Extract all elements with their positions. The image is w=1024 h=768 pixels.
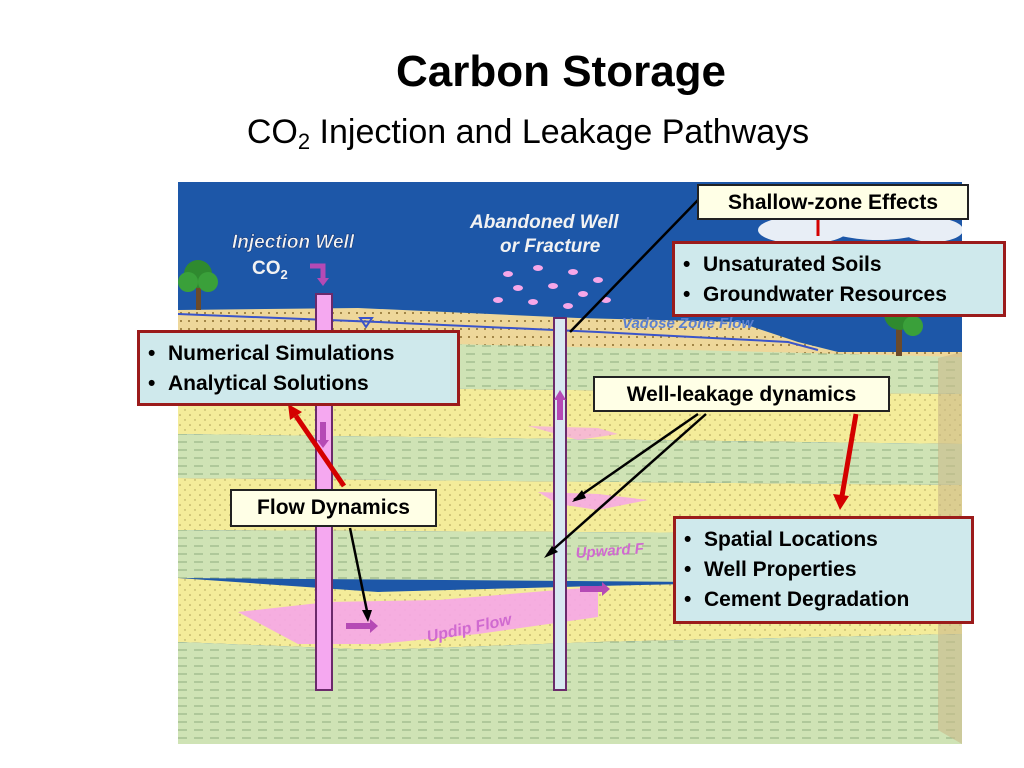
well-leakage-dynamics-box: Well-leakage dynamics	[593, 376, 890, 412]
numerical-simulations-box: •Numerical Simulations •Analytical Solut…	[137, 330, 460, 406]
red-arrow-spatial-head	[833, 494, 849, 510]
tree-icon	[178, 260, 218, 310]
arrow-right-icon-2	[580, 582, 610, 596]
callout-item-unsaturated-soils: •Unsaturated Soils	[683, 253, 882, 276]
callout-item-analytical: •Analytical Solutions	[148, 372, 369, 395]
shale-layer-2	[178, 434, 962, 485]
upward-flow-label: Upward F	[575, 540, 645, 562]
pointer-well-2	[547, 413, 707, 555]
shale-layer-4	[178, 634, 962, 744]
callout-item-spatial: •Spatial Locations	[684, 528, 878, 551]
red-arrow-numerical-head	[288, 404, 302, 420]
co2-arrow-icon	[310, 263, 329, 286]
callout-item-label: Numerical Simulations	[168, 342, 395, 365]
arrow-right-icon	[346, 619, 378, 633]
red-arrow-numerical	[293, 414, 347, 488]
fracture-label: or Fracture	[500, 236, 601, 257]
arrow-up-icon	[554, 390, 566, 420]
unsaturated-soils-box: •Unsaturated Soils •Groundwater Resource…	[672, 241, 1006, 317]
arrow-down-icon	[317, 422, 329, 448]
callout-item-label: Groundwater Resources	[703, 283, 947, 306]
injection-well-label: Injection Well	[232, 232, 355, 253]
page-title: Carbon Storage	[395, 47, 727, 96]
callout-item-cement: •Cement Degradation	[684, 588, 910, 611]
pointer-well-1-head	[572, 490, 586, 502]
red-arrow-spatial	[839, 413, 859, 497]
callout-item-well-properties: •Well Properties	[684, 558, 857, 581]
subtitle-co: CO	[246, 113, 298, 151]
subtitle-rest: Injection and Leakage Pathways	[310, 113, 810, 151]
water-table-line	[178, 313, 819, 351]
co2-label: CO2	[252, 258, 288, 282]
pointer-well-1	[573, 412, 699, 502]
pointer-well-2-head	[544, 546, 558, 558]
callout-item-label: Unsaturated Soils	[703, 253, 882, 276]
callout-item-numerical: •Numerical Simulations	[148, 342, 395, 365]
callout-item-groundwater: •Groundwater Resources	[683, 283, 947, 306]
subtitle-subscript: 2	[297, 129, 311, 154]
well-plume-2	[528, 426, 618, 440]
abandoned-well-label: Abandoned Well	[469, 212, 619, 233]
leakage-dots	[493, 265, 611, 309]
vadose-zone-label: Vadose Zone Flow	[622, 315, 754, 332]
pointer-shallow	[569, 199, 699, 333]
co2-label-main: CO	[252, 258, 281, 279]
spatial-locations-box: •Spatial Locations •Well Properties •Cem…	[673, 516, 974, 624]
pointer-flow	[348, 527, 370, 617]
callout-item-label: Analytical Solutions	[168, 372, 369, 395]
page-subtitle: CO2 Injection and Leakage Pathways	[0, 110, 1024, 164]
pointer-flow-head	[362, 610, 372, 622]
callout-item-label: Well Properties	[704, 558, 857, 581]
flow-dynamics-box: Flow Dynamics	[230, 489, 437, 527]
water-table-icon	[358, 317, 374, 329]
abandoned-well-pipe	[553, 317, 567, 691]
co2-label-sub: 2	[281, 267, 288, 282]
callout-item-label: Spatial Locations	[704, 528, 878, 551]
shallow-zone-effects-box: Shallow-zone Effects	[697, 184, 969, 220]
callout-item-label: Cement Degradation	[704, 588, 910, 611]
